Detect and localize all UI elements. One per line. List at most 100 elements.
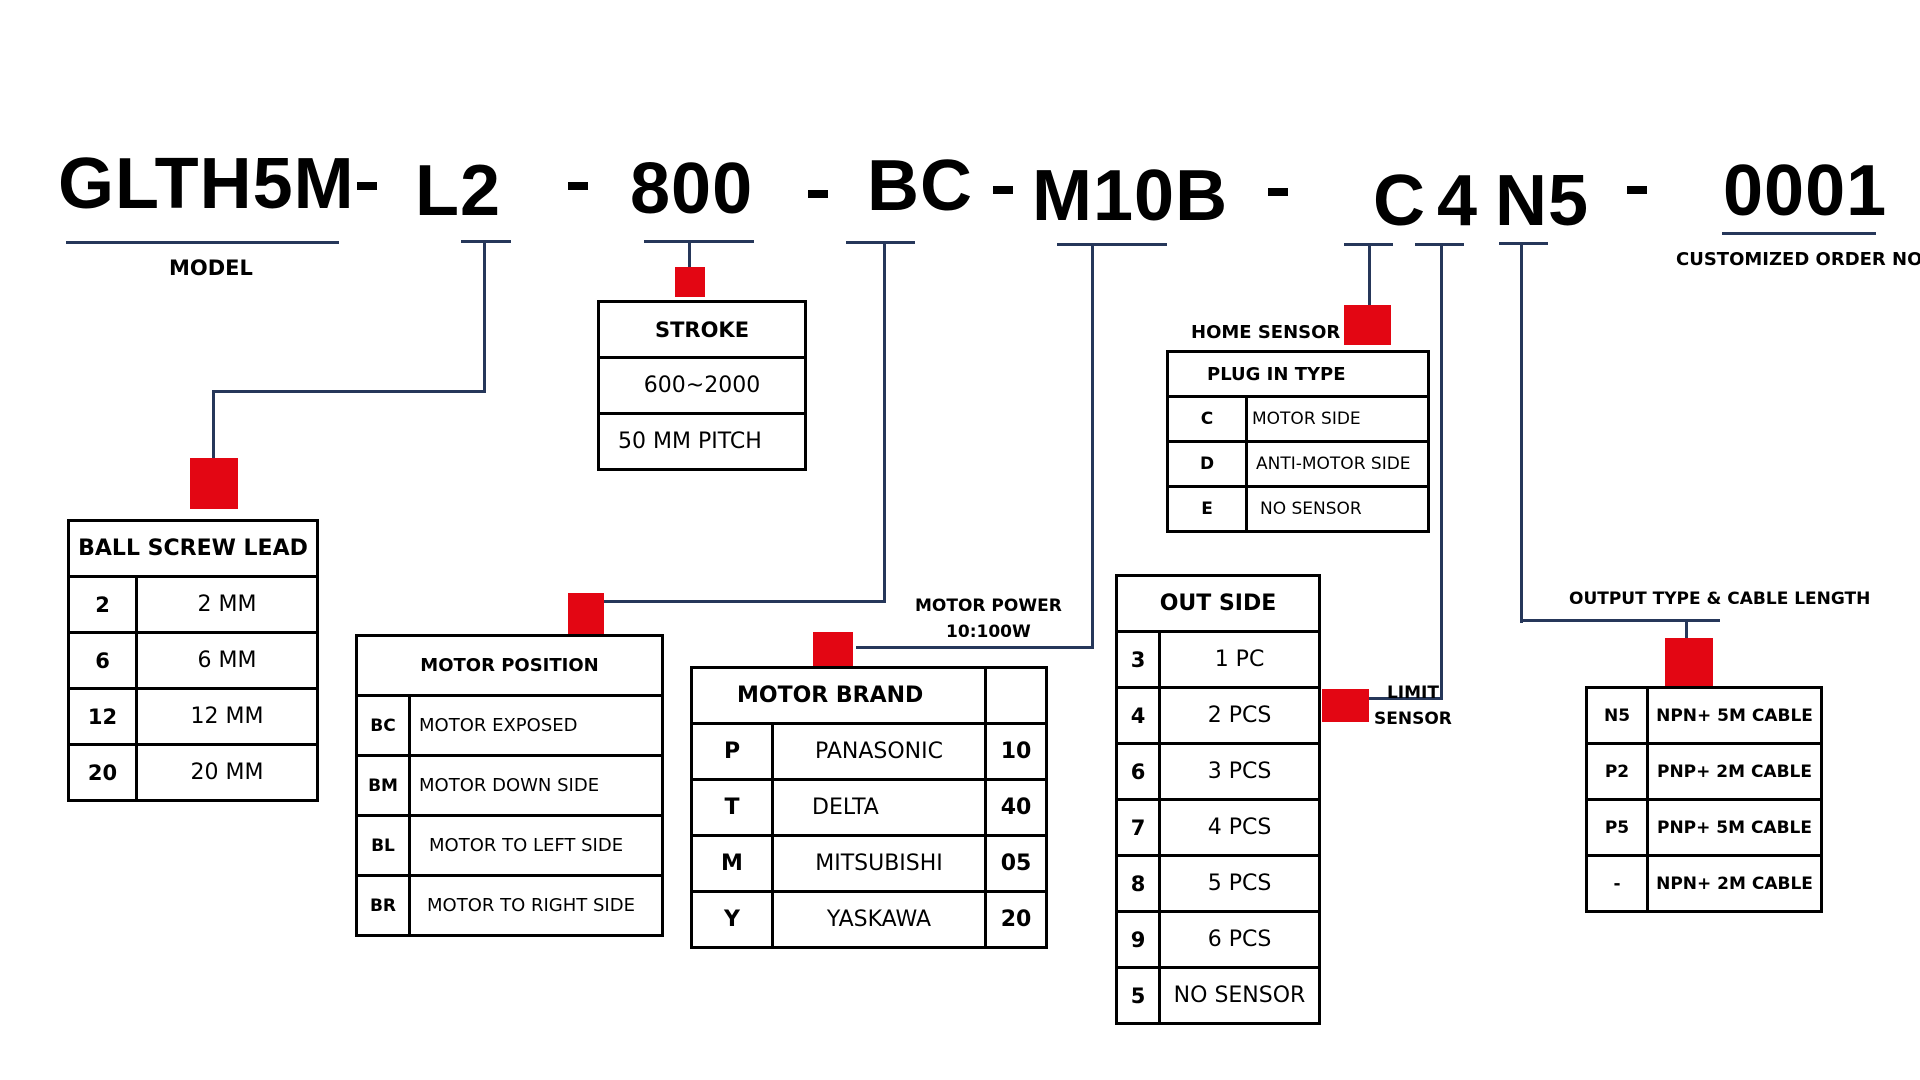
lead-code: 12 <box>67 687 138 746</box>
out-side-value: 1 PC <box>1158 630 1321 689</box>
code-order-no: 0001 <box>1723 151 1888 231</box>
out-side-code: 5 <box>1115 966 1161 1025</box>
out-side-code: 6 <box>1115 742 1161 801</box>
out-side-value: 6 PCS <box>1158 910 1321 969</box>
output-type-marker <box>1665 638 1713 688</box>
lead-value: 6 MM <box>135 631 319 690</box>
code-limit-sensor: 4 <box>1437 161 1479 241</box>
limit-sensor-connector <box>1350 697 1443 700</box>
motor-position-code: BC <box>355 694 411 757</box>
order-no-underline <box>1722 232 1876 235</box>
limit-sensor-label: LIMIT SENSOR <box>1374 680 1452 732</box>
limit-sensor-label-line1: LIMIT <box>1386 683 1439 703</box>
motor-brand-code: Y <box>690 890 774 949</box>
motor-position-marker <box>568 593 604 636</box>
motor-position-value: MOTOR EXPOSED <box>408 694 664 757</box>
model-underline <box>66 241 339 244</box>
motor-power-value: 40 <box>984 778 1048 837</box>
plug-in-type-value: MOTOR SIDE <box>1245 395 1430 443</box>
motor-position-code: BR <box>355 874 411 937</box>
motor-power-value: 10 <box>984 722 1048 781</box>
output-type-value: PNP+ 5M CABLE <box>1646 798 1823 857</box>
code-model: GLTH5M <box>58 144 355 224</box>
lead-code: 6 <box>67 631 138 690</box>
limit-sensor-label-line2: SENSOR <box>1374 709 1452 729</box>
motor-brand-value: YASKAWA <box>771 890 987 949</box>
limit-sensor-tbar <box>1415 243 1464 246</box>
lead-value: 2 MM <box>135 575 319 634</box>
motor-position-value: MOTOR DOWN SIDE <box>408 754 664 817</box>
limit-sensor-connector <box>1440 243 1443 700</box>
plug-in-type-title: PLUG IN TYPE <box>1166 350 1430 398</box>
motor-brand-title: MOTOR BRAND <box>690 666 987 725</box>
motor-position-code: BM <box>355 754 411 817</box>
motor-brand-value: MITSUBISHI <box>771 834 987 893</box>
motor-brand-code: M <box>690 834 774 893</box>
plug-in-type-value: ANTI-MOTOR SIDE <box>1245 440 1430 488</box>
limit-sensor-marker <box>1322 689 1369 722</box>
output-type-code: - <box>1585 854 1649 913</box>
out-side-value: 2 PCS <box>1158 686 1321 745</box>
output-type-code: P2 <box>1585 742 1649 801</box>
lead-connector <box>212 390 486 393</box>
lead-value: 12 MM <box>135 687 319 746</box>
home-sensor-connector <box>1368 243 1371 308</box>
output-type-connector <box>1520 242 1523 623</box>
motor-brand-value: PANASONIC <box>771 722 987 781</box>
motor-position-value: MOTOR TO LEFT SIDE <box>408 814 664 877</box>
motor-power-label-line2: 10:100W <box>946 622 1031 642</box>
out-side-code: 7 <box>1115 798 1161 857</box>
motor-power-header <box>984 666 1048 725</box>
out-side-value: 3 PCS <box>1158 742 1321 801</box>
output-type-value: NPN+ 5M CABLE <box>1646 686 1823 745</box>
lead-code: 2 <box>67 575 138 634</box>
home-sensor-marker <box>1344 305 1391 345</box>
separator <box>568 182 588 190</box>
output-type-label: OUTPUT TYPE & CABLE LENGTH <box>1569 589 1871 609</box>
stroke-pitch: 50 MM PITCH <box>597 412 807 471</box>
separator <box>1627 186 1647 194</box>
motor-connector <box>1091 243 1094 649</box>
motor-power-label: MOTOR POWER 10:100W <box>915 593 1062 645</box>
lead-connector <box>212 390 215 458</box>
motor-position-title: MOTOR POSITION <box>355 634 664 697</box>
code-home-sensor: C <box>1373 161 1426 241</box>
separator <box>993 186 1013 194</box>
lead-value: 20 MM <box>135 743 319 802</box>
stroke-range: 600~2000 <box>597 356 807 415</box>
plug-in-type-code: C <box>1166 395 1248 443</box>
output-type-connector <box>1520 619 1720 622</box>
plug-in-type-code: D <box>1166 440 1248 488</box>
out-side-value: NO SENSOR <box>1158 966 1321 1025</box>
model-label: MODEL <box>169 256 253 280</box>
motor-brand-code: T <box>690 778 774 837</box>
stroke-title: STROKE <box>597 300 807 359</box>
out-side-value: 4 PCS <box>1158 798 1321 857</box>
output-type-tbar <box>1499 242 1548 245</box>
motor-position-connector <box>600 600 886 603</box>
output-type-connector <box>1685 619 1688 639</box>
motor-power-value: 20 <box>984 890 1048 949</box>
code-lead: L2 <box>415 151 502 231</box>
separator <box>1268 188 1288 196</box>
ball-screw-lead-title: BALL SCREW LEAD <box>67 519 319 578</box>
home-sensor-label: HOME SENSOR <box>1191 322 1341 343</box>
motor-position-code: BL <box>355 814 411 877</box>
stroke-tbar <box>644 240 754 243</box>
output-type-code: N5 <box>1585 686 1649 745</box>
motor-position-value: MOTOR TO RIGHT SIDE <box>408 874 664 937</box>
code-motor: M10B <box>1032 156 1229 236</box>
plug-in-type-code: E <box>1166 485 1248 533</box>
code-motor-position: BC <box>867 146 973 226</box>
out-side-code: 3 <box>1115 630 1161 689</box>
out-side-value: 5 PCS <box>1158 854 1321 913</box>
stroke-table: STROKE 600~2000 50 MM PITCH <box>597 300 807 471</box>
customized-order-no-label: CUSTOMIZED ORDER NO <box>1676 249 1920 270</box>
out-side-code: 9 <box>1115 910 1161 969</box>
motor-power-label-line1: MOTOR POWER <box>915 596 1062 616</box>
plug-in-type-value: NO SENSOR <box>1245 485 1430 533</box>
